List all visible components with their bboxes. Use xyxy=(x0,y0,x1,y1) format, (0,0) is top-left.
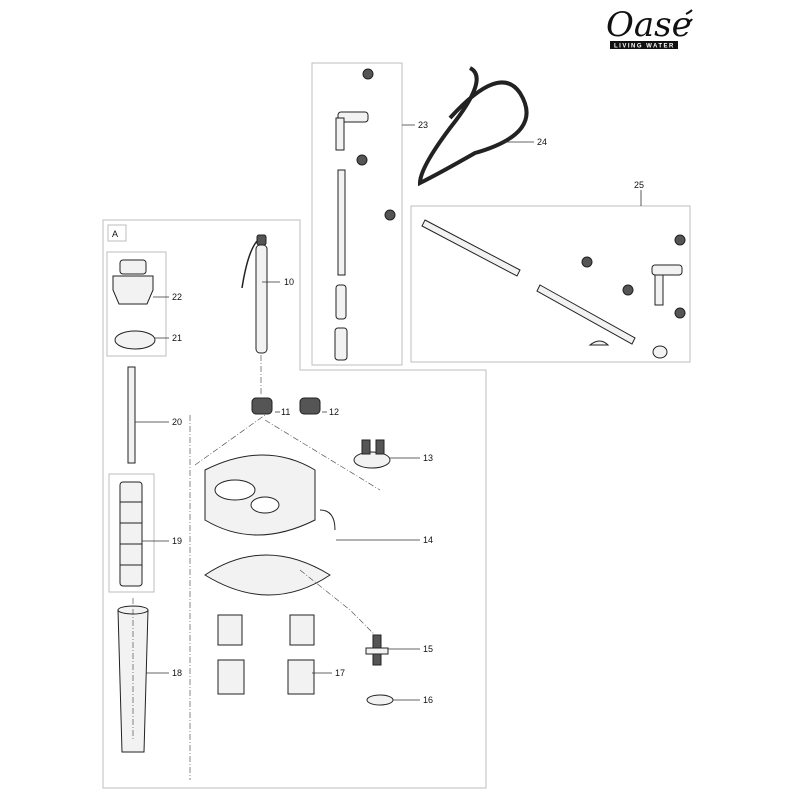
part-14-pump-head xyxy=(204,454,336,536)
oase-logo: Oase LIVING WATER xyxy=(606,5,693,50)
label-16: 16 xyxy=(423,695,433,705)
box-19 xyxy=(108,473,155,593)
leader-lines xyxy=(135,124,642,701)
group-a-frame xyxy=(102,219,487,789)
label-24: 24 xyxy=(537,137,547,147)
part-21-oring xyxy=(114,330,156,350)
part-23-outlet-set xyxy=(334,68,396,361)
part-10-heater xyxy=(241,234,268,354)
part-15-impeller xyxy=(365,634,389,666)
label-19: 19 xyxy=(172,536,182,546)
label-10: 10 xyxy=(284,277,294,287)
group-a-box xyxy=(107,224,127,242)
label-13: 13 xyxy=(423,453,433,463)
part-24-hose xyxy=(417,66,529,187)
part-17-clips xyxy=(217,614,315,695)
label-21: 21 xyxy=(172,333,182,343)
label-12: 12 xyxy=(329,407,339,417)
label-15: 15 xyxy=(423,644,433,654)
part-19-filter-stack xyxy=(119,481,143,587)
group-a-label: A xyxy=(112,229,118,239)
label-18: 18 xyxy=(172,668,182,678)
logo-tagline: LIVING WATER xyxy=(614,44,675,50)
label-25: 25 xyxy=(634,180,644,190)
label-14: 14 xyxy=(423,535,433,545)
logo-brand: Oase xyxy=(606,5,692,45)
box-23 xyxy=(311,62,403,366)
part-20-tube xyxy=(127,366,136,464)
part-13-adapter xyxy=(353,439,391,469)
label-17: 17 xyxy=(335,668,345,678)
label-20: 20 xyxy=(172,417,182,427)
label-23: 23 xyxy=(418,120,428,130)
part-25-spray-bar xyxy=(421,219,686,359)
part-11-coupling xyxy=(251,397,273,415)
label-22: 22 xyxy=(172,292,182,302)
box-25 xyxy=(410,205,691,363)
box-22-21 xyxy=(106,251,167,357)
part-16-cover xyxy=(366,694,394,706)
label-11: 11 xyxy=(281,407,290,417)
part-14-seal xyxy=(204,554,331,596)
part-22-connector xyxy=(112,259,154,305)
part-12-coupling xyxy=(299,397,321,415)
